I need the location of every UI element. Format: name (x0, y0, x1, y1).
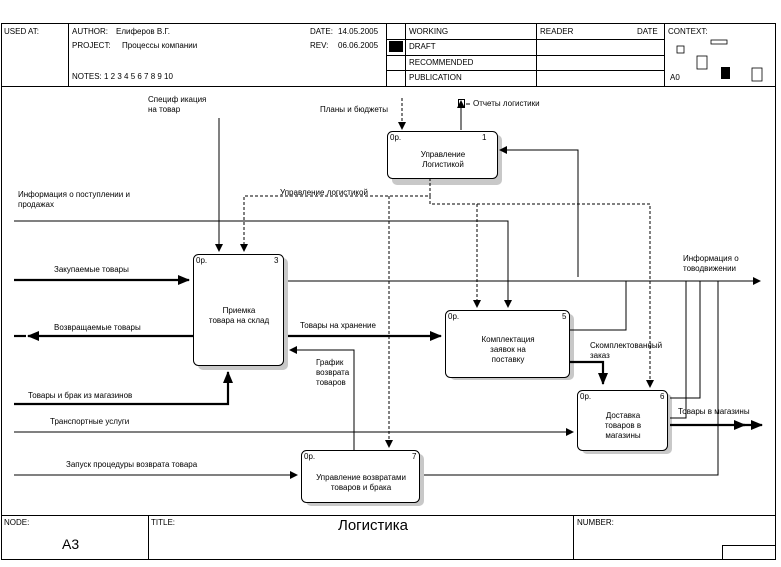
reader-date-label: DATE (637, 27, 658, 36)
author-value: Елиферов В.Г. (116, 27, 171, 36)
label-reports: Отчеты логистики (473, 99, 540, 108)
status-draft: DRAFT (409, 42, 436, 51)
label-info-in: Информация о поступлении и продажах (18, 190, 130, 209)
used-at-label: USED AT: (4, 27, 39, 36)
label-completed: Скомплектованный заказ (590, 341, 663, 360)
number-label: NUMBER: (577, 518, 614, 527)
box-6-label: Доставка товаров в магазины (604, 411, 642, 440)
node-value: A3 (62, 536, 80, 552)
status-recommended: RECOMMENDED (409, 58, 474, 67)
box-5-label: Комплектация заявок на поставку (481, 335, 535, 364)
status-working: WORKING (409, 27, 449, 36)
reader-label: READER (540, 27, 574, 36)
context-label: CONTEXT: (668, 27, 708, 36)
context-node: A0 (670, 73, 680, 82)
date-value: 14.05.2005 (338, 27, 379, 36)
box-1-label: Управление Логистикой (420, 150, 466, 169)
box-7-rect (301, 450, 420, 503)
rev-label: REV: (310, 41, 329, 50)
author-label: AUTHOR: (72, 27, 108, 36)
node-label: NODE: (4, 518, 30, 527)
label-storage: Товары на хранение (300, 321, 376, 330)
title-label: TITLE: (151, 518, 176, 527)
label-info-out: Информация о товодвижении (683, 254, 739, 273)
project-label: PROJECT: (72, 41, 111, 50)
label-returned: Возвращаемые товары (54, 323, 141, 332)
label-to-stores: Товары в магазины (678, 407, 750, 416)
label-transport: Транспортные услуги (50, 417, 130, 426)
box-7-corner: 0р. (304, 452, 316, 461)
date-label: DATE: (310, 27, 333, 36)
label-mgmt: Управление логистикой (280, 188, 368, 197)
box-3-corner: 0р. (196, 256, 208, 265)
box-1-number: 1 (482, 133, 487, 142)
box-1-rect (387, 131, 498, 179)
box-5-rect (445, 310, 570, 378)
label-defects: Товары и брак из магазинов (28, 391, 133, 400)
box-7-label: Управление возвратами товаров и брака (316, 473, 406, 492)
box-7-number: 7 (412, 452, 417, 461)
box-5-corner: 0р. (448, 312, 460, 321)
label-spec: Специф икация на товар (148, 95, 207, 114)
label-return-start: Запуск процедуры возврата товара (66, 460, 198, 469)
rev-value: 06.06.2005 (338, 41, 379, 50)
box-3-rect (193, 254, 284, 366)
label-schedule: График возврата товаров (316, 358, 350, 387)
box-3-label: Приемка товара на склад (208, 306, 270, 325)
status-publication: PUBLICATION (409, 73, 462, 82)
box-6-rect (577, 390, 668, 451)
box-3-number: 3 (274, 256, 279, 265)
box-6-corner: 0р. (580, 392, 592, 401)
project-value: Процессы компании (122, 41, 198, 50)
box-5-number: 5 (562, 312, 567, 321)
box-6-number: 6 (660, 392, 665, 401)
label-plans: Планы и бюджеты (320, 105, 388, 114)
page-title: Логистика (338, 517, 409, 534)
box-1-corner: 0р. (390, 133, 402, 142)
notes: NOTES: 1 2 3 4 5 6 7 8 9 10 (72, 72, 173, 81)
label-purchased: Закупаемые товары (54, 265, 129, 274)
